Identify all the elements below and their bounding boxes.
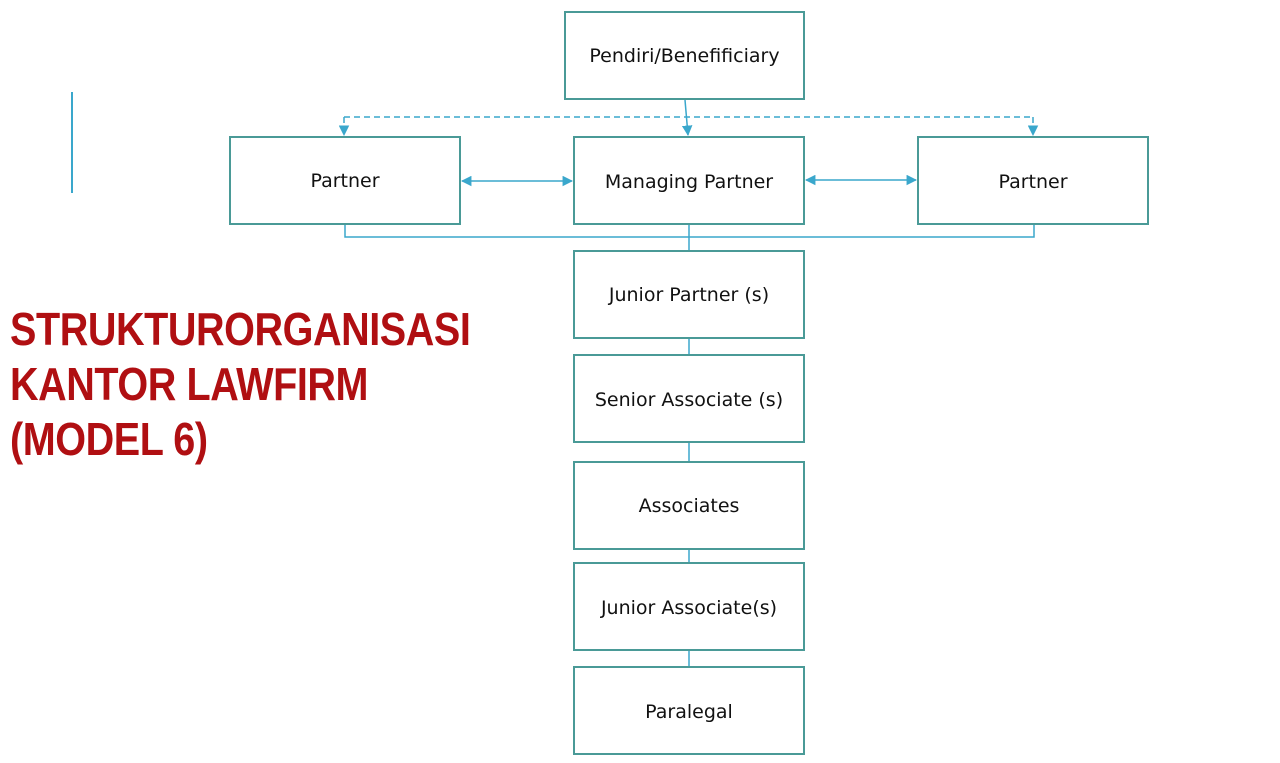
node-label: Senior Associate (s)	[595, 389, 783, 411]
accent-bar	[71, 92, 73, 193]
node-label: Pendiri/Benefificiary	[589, 45, 779, 67]
node-senior-associate: Senior Associate (s)	[573, 354, 805, 443]
node-managing-partner: Managing Partner	[573, 136, 805, 225]
node-box	[573, 354, 805, 443]
connectors	[338, 99, 1039, 667]
node-junior-associate: Junior Associate(s)	[573, 562, 805, 651]
node-pendiri: Pendiri/Benefificiary	[564, 11, 805, 100]
node-box	[917, 136, 1149, 225]
node-label: Partner	[998, 171, 1067, 193]
slide-title: STRUKTURORGANISASI KANTOR LAWFIRM (MODEL…	[10, 302, 471, 467]
node-label: Junior Partner (s)	[608, 284, 769, 306]
node-label: Junior Associate(s)	[600, 597, 777, 619]
connector-pendiri-to-managing-partner	[681, 99, 693, 137]
node-box	[229, 136, 461, 225]
node-box	[564, 11, 805, 100]
node-label: Managing Partner	[605, 171, 773, 193]
node-box	[573, 136, 805, 225]
node-label: Partner	[310, 170, 379, 192]
node-associates: Associates	[573, 461, 805, 550]
node-box	[573, 666, 805, 755]
node-junior-partner: Junior Partner (s)	[573, 250, 805, 339]
slide-title-line-3: (MODEL 6)	[10, 413, 208, 465]
slide-title-line-2: KANTOR LAWFIRM	[10, 358, 369, 410]
node-box	[573, 461, 805, 550]
node-box	[573, 562, 805, 651]
node-paralegal: Paralegal	[573, 666, 805, 755]
node-partner-right: Partner	[917, 136, 1149, 225]
slide-title-line-1: STRUKTURORGANISASI	[10, 303, 471, 355]
node-label: Paralegal	[645, 701, 733, 723]
node-partner-left: Partner	[229, 136, 461, 225]
node-label: Associates	[639, 495, 740, 517]
node-box	[573, 250, 805, 339]
